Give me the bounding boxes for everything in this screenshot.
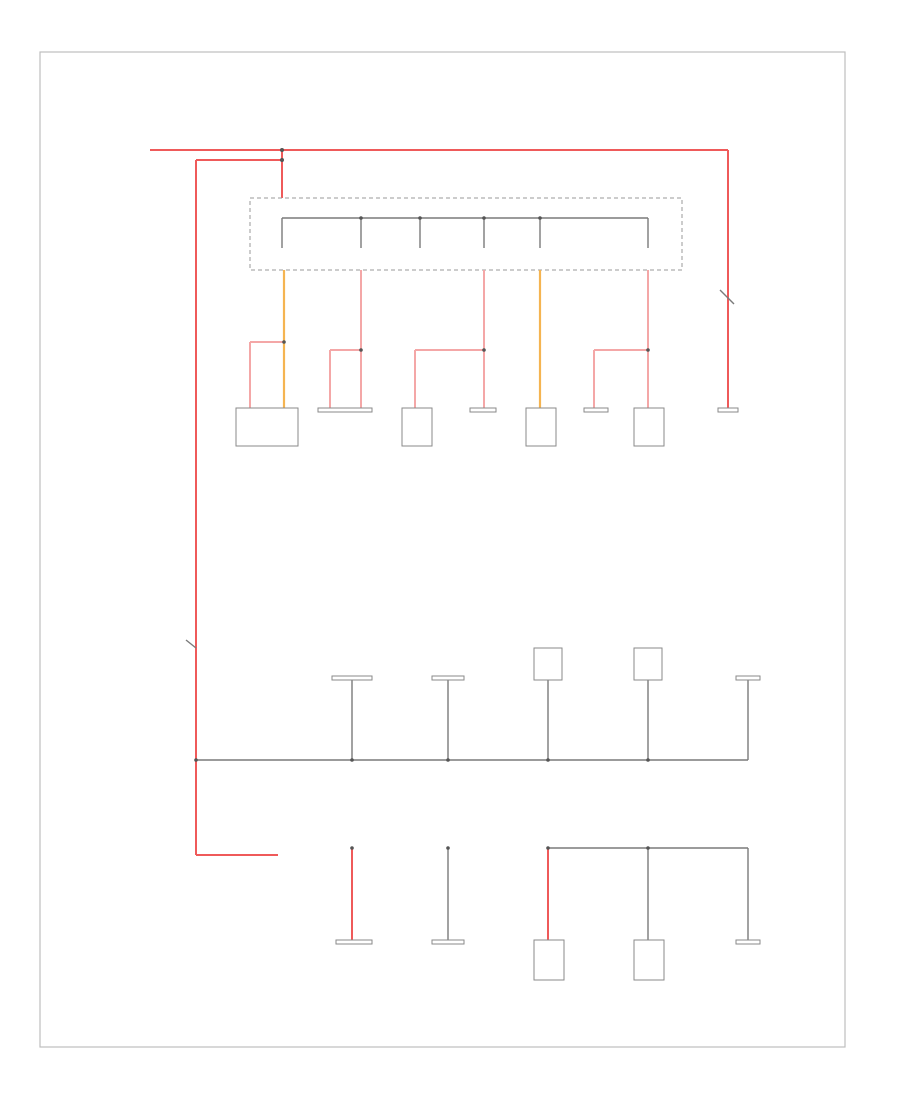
component-c7 (633, 407, 665, 447)
component-c5 (525, 407, 557, 447)
component-m1 (331, 675, 373, 681)
component-c8 (717, 407, 739, 413)
fuse-block (249, 197, 683, 271)
component-m5 (735, 675, 761, 681)
bottom-components (335, 939, 761, 981)
bottom-branches (350, 846, 749, 940)
component-c1 (235, 407, 299, 447)
component-m3 (533, 647, 563, 681)
component-b2 (431, 939, 465, 945)
top-branches (249, 270, 735, 408)
component-b4 (633, 939, 665, 981)
middle-branches (185, 639, 749, 762)
middle-components (331, 647, 761, 681)
power-feed (150, 148, 729, 856)
component-c2 (317, 407, 373, 413)
component-m2 (431, 675, 465, 681)
component-b5 (735, 939, 761, 945)
component-b3 (533, 939, 565, 981)
diagram-frame (39, 51, 846, 1048)
component-c6 (583, 407, 609, 413)
component-c3 (401, 407, 433, 447)
component-c4 (469, 407, 497, 413)
component-b1 (335, 939, 373, 945)
top-components (235, 407, 739, 447)
component-m4 (633, 647, 663, 681)
